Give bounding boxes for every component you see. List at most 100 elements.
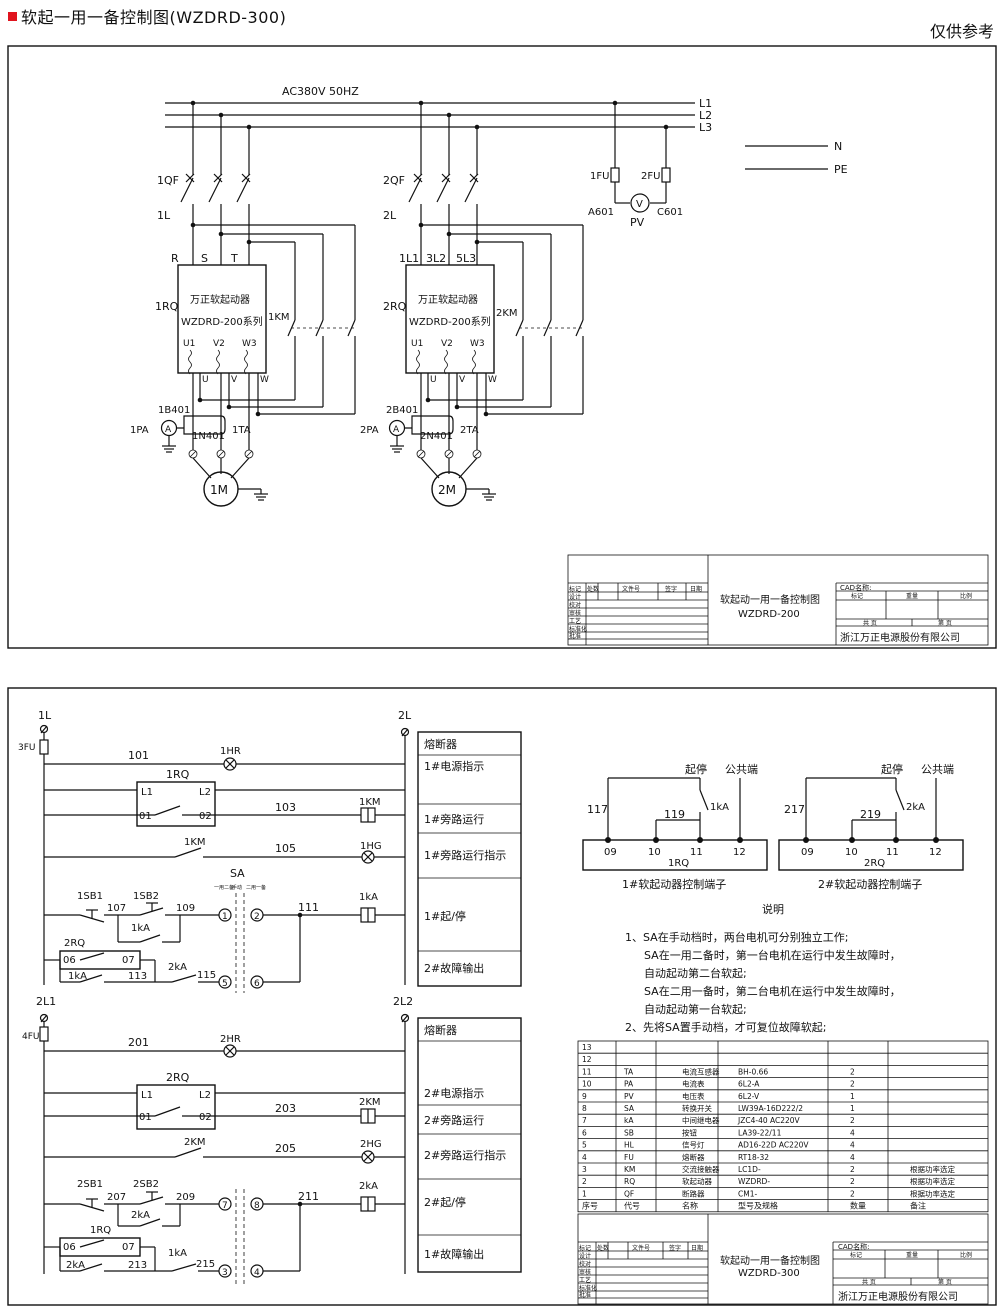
tb-bot-col-2: 签字 (669, 1244, 681, 1252)
ctrl2-rq2-07: 07 (122, 1242, 135, 1253)
bom-cell: 根据功率选定 (910, 1176, 955, 1186)
ctrl1-wire-103: 103 (275, 801, 296, 814)
contactor-2km: 2KM (496, 308, 518, 319)
ctrl1-rq2: 2RQ (64, 938, 85, 949)
bom-cell: 7 (582, 1116, 587, 1125)
term2-w1: 217 (784, 803, 805, 816)
bom-cell: 9 (582, 1092, 587, 1101)
control-circuit-2: 2L1 2L2 4FU 201 2HR 2RQ L1 L2 01 02 203 … (22, 995, 522, 1284)
bom-cell: PA (624, 1080, 634, 1089)
bom-header: 代号 (624, 1201, 640, 1211)
tb-top-drawing: 软起动一用一备控制图 (720, 593, 820, 606)
tb-bot-mark: 标记 (850, 1251, 862, 1259)
ctrl1-fuse: 3FU (18, 743, 36, 753)
sa-contact-3-icon (218, 1264, 232, 1278)
ctrl2-wire-215: 215 (196, 1259, 215, 1270)
notes: 说明 1、SA在手动档时，两台电机可分别独立工作; SA在一用二备时，第一台电机… (625, 902, 901, 1034)
bom-cell: WZDRD- (738, 1177, 770, 1186)
bom-cell: RQ (624, 1177, 635, 1186)
notes-line-2: 自动起动第二台软起; (644, 966, 747, 980)
voltmeter-v: V (636, 199, 643, 210)
input-s: S (201, 252, 208, 265)
bom-cell: BH-0.66 (738, 1067, 768, 1076)
ctrl1-ka2: 2kA (168, 962, 187, 973)
ctrl1-ka-small: 1kA (68, 971, 87, 982)
tap-v: V (231, 375, 238, 385)
breaker-1qf: 1QF (157, 174, 179, 187)
tb-bot-row-3: 审核 (579, 1268, 591, 1276)
tb-top-sheets: 共 页 (863, 619, 877, 627)
tap-u-2: U (430, 375, 437, 385)
tb-top-row-4: 工艺 (569, 617, 581, 625)
bom-cell: 软起动器 (682, 1176, 712, 1186)
sa-contact-7-icon (218, 1197, 232, 1211)
starter-brand-1: 万正软起动器 (190, 293, 250, 306)
bom-cell: 4 (582, 1153, 587, 1162)
bom-cell: 电流表 (682, 1079, 705, 1089)
bom-cell: 4 (850, 1141, 855, 1150)
tb-top-weight: 重量 (906, 592, 918, 600)
ctrl1-legend-4: 1#起/停 (424, 909, 466, 923)
bom-cell: QF (624, 1189, 634, 1198)
ctrl2-rq: 2RQ (166, 1071, 190, 1084)
ctrl2-wire-209: 209 (176, 1192, 195, 1203)
tb-top-company: 浙江万正电源股份有限公司 (840, 631, 960, 644)
term1-ka: 1kA (710, 802, 729, 813)
ctrl1-left-bus: 1L (38, 709, 52, 722)
bom-cell: HL (624, 1141, 635, 1150)
term2-pin-10: 10 (845, 847, 858, 858)
ctrl1-sa-mode-2: 二用一备 (246, 884, 266, 891)
fuse-2fu: 2FU (641, 171, 660, 182)
bom-cell: 1 (850, 1104, 855, 1113)
bom-cell: 断路器 (682, 1188, 705, 1198)
bom-cell: 信号灯 (682, 1140, 705, 1150)
bom-cell: TA (623, 1067, 634, 1076)
bom-cell: SB (624, 1128, 634, 1137)
tb-bot-weight: 重量 (906, 1251, 918, 1259)
input-t: T (230, 252, 238, 265)
voltmeter-icon (630, 193, 650, 213)
ctrl1-lamp-1hg: 1HG (360, 841, 382, 852)
ammeter-2pa: 2PA (360, 425, 379, 436)
ctrl1-rq2-06: 06 (63, 955, 76, 966)
title-block-top: 标记 设计 校对 审核 工艺 标准化 批准 处数 文件号 签字 日期 软起动一用… (567, 554, 989, 646)
ctrl2-legend-4: 2#起/停 (424, 1195, 466, 1209)
ctrl2-sa-3: 3 (222, 1268, 228, 1278)
ctrl2-wire-201: 201 (128, 1036, 149, 1049)
bom-cell: 3 (582, 1165, 587, 1174)
wire-a601: A601 (588, 207, 614, 218)
title-text: 软起一用一备控制图(WZDRD-300) (21, 8, 287, 27)
tap-w: W (260, 375, 269, 385)
contactor-1km: 1KM (268, 312, 290, 323)
tb-bot-model: WZDRD-300 (738, 1268, 800, 1279)
starter-model-1: WZDRD-200系列 (181, 315, 263, 328)
page-title: 软起一用一备控制图(WZDRD-300) (8, 4, 286, 28)
ctrl2-left-bus: 2L1 (36, 995, 56, 1008)
ctrl1-legend-1: 1#电源指示 (424, 759, 484, 773)
input-r: R (171, 252, 179, 265)
lamp-1hr-icon (223, 757, 237, 771)
bom-cell: 根据功率选定 (910, 1188, 955, 1198)
bom-cell: PV (624, 1092, 635, 1101)
tb-top-row-1: 设计 (569, 593, 581, 601)
tb-top-cad: CAD名称: (840, 583, 871, 592)
line-2l: 2L (383, 209, 397, 222)
bom-header: 型号及规格 (738, 1201, 778, 1211)
bom-cell: 2 (850, 1177, 855, 1186)
voltmeter-branch: V 1FU 2FU A601 C601 PV (588, 100, 683, 229)
ctrl1-legend-5: 2#故障输出 (424, 961, 484, 975)
term1-pin-09: 09 (604, 847, 617, 858)
ctrl2-rq-01: 01 (139, 1112, 152, 1123)
notes-line-3: SA在二用一备时，第二台电机在运行中发生故障时， (644, 984, 901, 998)
bom-cell: 6L2-A (738, 1080, 760, 1089)
reference-note: 仅供参考 (929, 22, 994, 41)
ctrl2-wire-205: 205 (275, 1142, 296, 1155)
term1-common: 公共端 (725, 763, 758, 776)
ctrl1-sb2: 1SB2 (133, 891, 159, 902)
title-marker-icon (8, 11, 17, 21)
ctrl2-sa-4: 4 (254, 1268, 260, 1278)
ctrl1-rq-l1: L1 (141, 787, 153, 798)
term1-w2: 119 (664, 808, 685, 821)
bom-header: 序号 (582, 1201, 598, 1211)
ctrl2-ka: 2kA (131, 1210, 150, 1221)
